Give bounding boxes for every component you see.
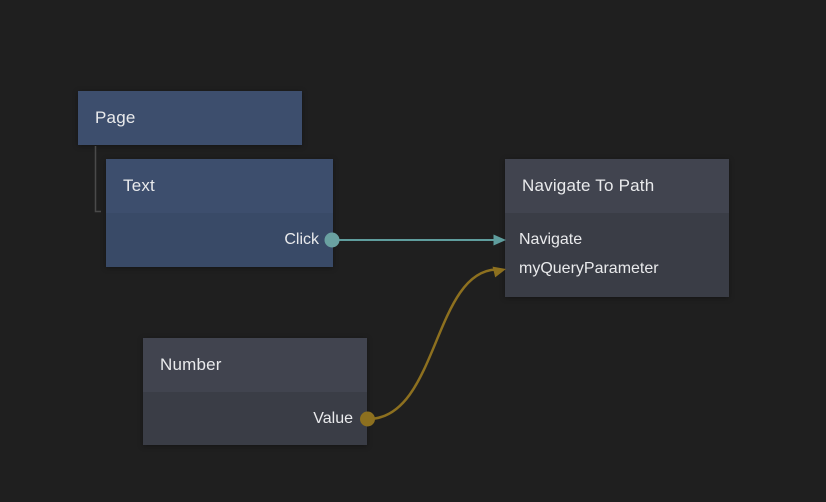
port-text-click-output[interactable] [324,232,340,248]
node-text-body: Click [106,213,333,267]
node-page[interactable]: Page [78,91,302,145]
node-number-title: Number [160,355,222,374]
node-text[interactable]: Text Click [106,159,333,267]
node-navigate-to-path-title: Navigate To Path [522,176,655,195]
node-page-title: Page [95,108,136,127]
hierarchy-connector-page-text [94,146,101,213]
input-row-navigate[interactable]: Navigate [505,225,729,254]
node-number-body: Value [143,392,367,445]
arrowhead-navigate-input [493,234,506,246]
output-label-click: Click [284,231,319,248]
node-text-title: Text [123,176,155,195]
arrowhead-myqueryparameter-input [492,266,506,278]
node-navigate-to-path-header: Navigate To Path [505,159,729,213]
connection-click-to-navigate[interactable] [339,234,506,246]
input-row-myqueryparameter[interactable]: myQueryParameter [505,254,729,283]
output-row-click[interactable]: Click [106,213,333,267]
node-page-header: Page [78,91,302,145]
node-text-header: Text [106,159,333,213]
node-navigate-to-path[interactable]: Navigate To Path Navigate myQueryParamet… [505,159,729,297]
node-number[interactable]: Number Value [143,338,367,445]
output-label-value: Value [313,409,353,427]
input-label-myqueryparameter: myQueryParameter [519,259,659,277]
port-number-value-output[interactable] [360,411,375,427]
output-row-value[interactable]: Value [143,392,367,445]
node-number-header: Number [143,338,367,392]
node-navigate-to-path-body: Navigate myQueryParameter [505,213,729,297]
connection-value-to-myqueryparameter[interactable] [367,264,507,421]
input-label-navigate: Navigate [519,230,583,248]
